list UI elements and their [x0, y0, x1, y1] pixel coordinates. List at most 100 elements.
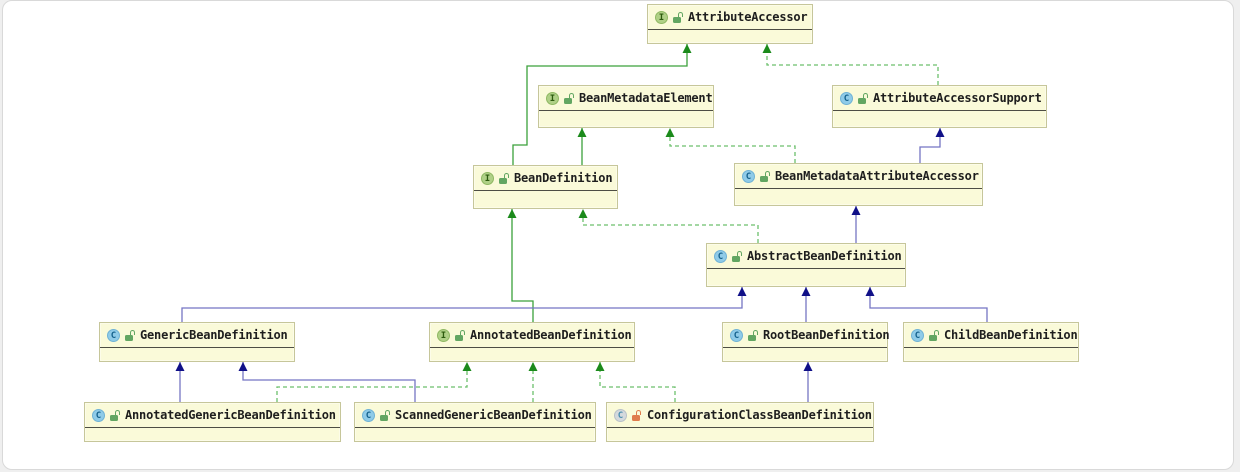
node-label: AttributeAccessorSupport [873, 91, 1042, 105]
interface-icon: I [546, 91, 559, 105]
node-label: ConfigurationClassBeanDefinition [647, 408, 872, 422]
arrowhead-AnnotatedBeanDefinition [462, 362, 472, 371]
node-label: BeanDefinition [514, 171, 613, 185]
class-icon: C [614, 408, 627, 422]
arrowhead-GenericBeanDefinition [175, 362, 185, 371]
class-icon: C [730, 328, 743, 342]
node-fields-section [735, 189, 982, 203]
arrowhead-AttributeAccessor [682, 44, 692, 53]
arrowhead-AttributeAccessorSupport [935, 128, 945, 137]
unlocked-icon [732, 250, 742, 262]
node-AnnotatedBeanDefinition[interactable]: I AnnotatedBeanDefinition [429, 322, 635, 362]
arrowhead-BeanDefinition [507, 209, 517, 218]
class-icon: C [911, 328, 924, 342]
class-icon: C [742, 169, 755, 183]
node-title: I AttributeAccessor [648, 5, 812, 30]
node-fields-section [707, 269, 905, 283]
interface-icon: I [437, 328, 450, 342]
unlocked-icon [929, 329, 939, 341]
arrowhead-GenericBeanDefinition [238, 362, 248, 371]
node-fields-section [474, 191, 617, 205]
arrowhead-AnnotatedBeanDefinition [595, 362, 605, 371]
node-fields-section [100, 348, 294, 362]
unlocked-icon [673, 11, 683, 23]
node-fields-section [607, 428, 873, 442]
node-title: C BeanMetadataAttributeAccessor [735, 164, 982, 189]
node-GenericBeanDefinition[interactable]: C GenericBeanDefinition [99, 322, 295, 362]
node-label: BeanMetadataAttributeAccessor [775, 169, 979, 183]
unlocked-icon [858, 92, 868, 104]
node-AttributeAccessor[interactable]: I AttributeAccessor [647, 4, 813, 44]
node-title: C AttributeAccessorSupport [833, 86, 1046, 111]
node-fields-section [833, 111, 1046, 125]
unlocked-icon [110, 409, 120, 421]
edge-GenericBeanDefinition-AbstractBeanDefinition [181, 287, 743, 322]
node-label: GenericBeanDefinition [140, 328, 288, 342]
edge-ConfigurationClassBeanDefinition-AnnotatedBeanDefinition [599, 362, 676, 402]
node-fields-section [539, 111, 713, 125]
node-ConfigurationClassBeanDefinition[interactable]: C ConfigurationClassBeanDefinition [606, 402, 874, 442]
node-fields-section [85, 428, 340, 442]
edge-ChildBeanDefinition-AbstractBeanDefinition [869, 287, 988, 322]
node-BeanMetadataAttributeAccessor[interactable]: C BeanMetadataAttributeAccessor [734, 163, 983, 206]
arrowhead-BeanMetadataElement [665, 128, 675, 137]
class-icon: C [107, 328, 120, 342]
node-title: I BeanMetadataElement [539, 86, 713, 111]
arrowhead-RootBeanDefinition [803, 362, 813, 371]
node-fields-section [430, 348, 634, 362]
node-AbstractBeanDefinition[interactable]: C AbstractBeanDefinition [706, 243, 906, 287]
node-title: C ConfigurationClassBeanDefinition [607, 403, 873, 428]
node-fields-section [648, 30, 812, 44]
node-title: C AbstractBeanDefinition [707, 244, 905, 269]
edge-AbstractBeanDefinition-BeanDefinition [582, 209, 759, 243]
unlocked-icon [748, 329, 758, 341]
locked-icon [632, 409, 642, 421]
node-AttributeAccessorSupport[interactable]: C AttributeAccessorSupport [832, 85, 1047, 128]
unlocked-icon [455, 329, 465, 341]
node-fields-section [355, 428, 595, 442]
class-icon: C [840, 91, 853, 105]
class-icon: C [714, 249, 727, 263]
arrowhead-AttributeAccessor [762, 44, 772, 53]
arrowhead-BeanMetadataElement [577, 128, 587, 137]
node-label: AbstractBeanDefinition [747, 249, 902, 263]
arrowhead-AbstractBeanDefinition [865, 287, 875, 296]
unlocked-icon [499, 172, 509, 184]
edge-BeanMetadataAttributeAccessor-BeanMetadataElement [669, 128, 796, 163]
node-label: AnnotatedBeanDefinition [470, 328, 632, 342]
node-AnnotatedGenericBeanDefinition[interactable]: C AnnotatedGenericBeanDefinition [84, 402, 341, 442]
class-icon: C [92, 408, 105, 422]
node-fields-section [723, 348, 887, 362]
unlocked-icon [564, 92, 574, 104]
node-title: C AnnotatedGenericBeanDefinition [85, 403, 340, 428]
arrowhead-BeanMetadataAttributeAccessor [851, 206, 861, 215]
node-label: AnnotatedGenericBeanDefinition [125, 408, 336, 422]
edge-AnnotatedGenericBeanDefinition-AnnotatedBeanDefinition [276, 362, 468, 402]
node-label: BeanMetadataElement [579, 91, 713, 105]
node-BeanMetadataElement[interactable]: I BeanMetadataElement [538, 85, 714, 128]
arrowhead-AbstractBeanDefinition [801, 287, 811, 296]
unlocked-icon [760, 170, 770, 182]
arrowhead-AnnotatedBeanDefinition [528, 362, 538, 371]
arrowhead-BeanDefinition [578, 209, 588, 218]
class-icon: C [362, 408, 375, 422]
node-title: I AnnotatedBeanDefinition [430, 323, 634, 348]
arrowhead-AbstractBeanDefinition [737, 287, 747, 296]
node-title: C GenericBeanDefinition [100, 323, 294, 348]
node-label: AttributeAccessor [688, 10, 808, 24]
edge-AttributeAccessorSupport-AttributeAccessor [766, 44, 939, 85]
edge-BeanMetadataAttributeAccessor-AttributeAccessorSupport [919, 128, 941, 163]
unlocked-icon [125, 329, 135, 341]
interface-icon: I [655, 10, 668, 24]
edge-ScannedGenericBeanDefinition-GenericBeanDefinition [242, 362, 416, 402]
